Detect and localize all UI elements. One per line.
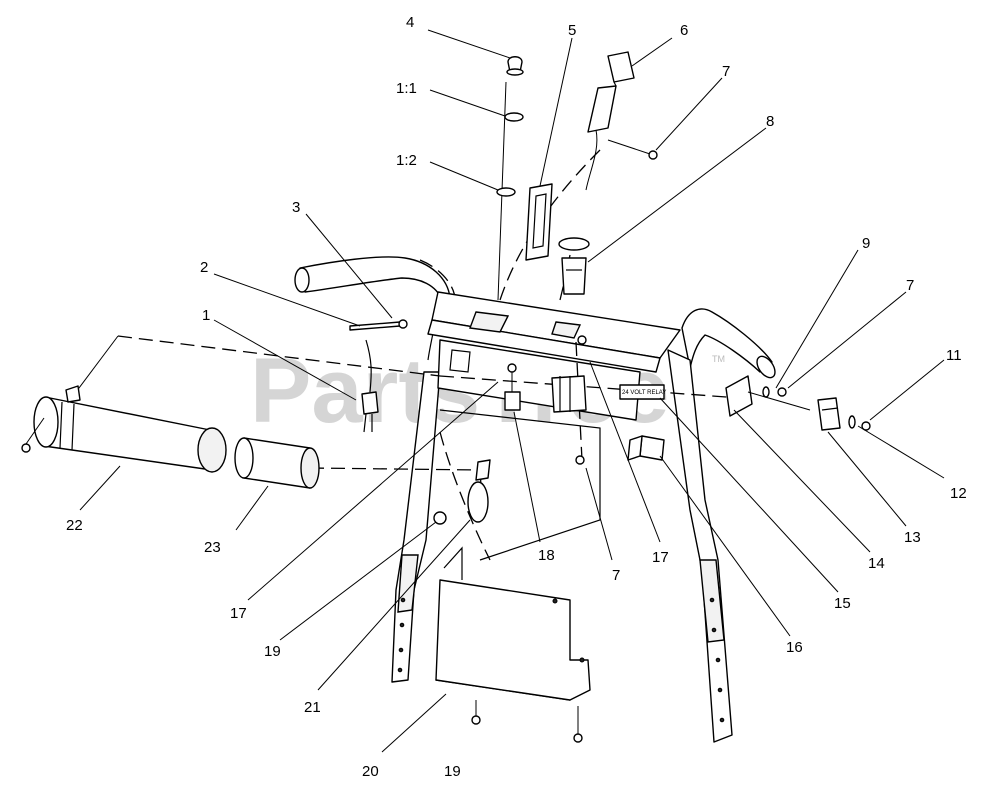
callout-5: 5 (568, 22, 576, 39)
part-14-plate[interactable] (725, 375, 811, 417)
part-12-washer[interactable] (848, 415, 856, 429)
part-9-washer[interactable] (762, 386, 770, 398)
callout-19-bottom: 19 (444, 763, 461, 780)
part-16-switch[interactable] (627, 435, 665, 461)
callout-1-1: 1:1 (396, 80, 417, 97)
callout-9: 9 (862, 235, 870, 252)
watermark-trademark: TM (712, 354, 725, 364)
callout-19-left: 19 (264, 643, 281, 660)
part-22-cylinder[interactable] (21, 385, 227, 473)
callout-18: 18 (538, 547, 555, 564)
part-18-bushing[interactable] (504, 363, 521, 411)
relay-label: 24 VOLT RELAY (622, 390, 666, 396)
callout-leaders (79, 29, 945, 753)
part-3-bolt[interactable] (349, 319, 408, 331)
part-7-screw[interactable] (607, 139, 658, 160)
part-1-1-washer[interactable] (504, 112, 524, 122)
part-19-screw-bottom[interactable] (471, 700, 481, 725)
callout-labels: 4 1:1 1:2 5 6 7 8 3 2 1 9 7 11 12 13 14 … (66, 14, 967, 780)
callout-2: 2 (200, 259, 208, 276)
callout-4: 4 (406, 14, 414, 31)
part-21-clamp[interactable] (467, 459, 491, 523)
callout-21: 21 (304, 699, 321, 716)
callout-16: 16 (786, 639, 803, 656)
part-23-sleeve[interactable] (234, 437, 320, 489)
callout-20: 20 (362, 763, 379, 780)
callout-23: 23 (204, 539, 221, 556)
part-4-knob[interactable] (506, 56, 524, 76)
part-7-screw-center[interactable] (575, 455, 585, 465)
callout-6: 6 (680, 22, 688, 39)
callout-22: 22 (66, 517, 83, 534)
callout-13: 13 (904, 529, 921, 546)
part-1-connector[interactable] (361, 339, 379, 433)
part-1-2-washer[interactable] (496, 187, 516, 197)
part-19-nut[interactable] (433, 511, 447, 525)
callout-7-top: 7 (722, 63, 730, 80)
callout-1-2: 1:2 (396, 152, 417, 169)
part-7-screw-bottom[interactable] (573, 706, 583, 743)
callout-15: 15 (834, 595, 851, 612)
part-11-screw[interactable] (861, 421, 871, 431)
part-8-key-switch[interactable] (558, 237, 590, 295)
part-13-clamp[interactable] (817, 397, 841, 431)
handle-frame (294, 256, 776, 743)
part-15-relay[interactable]: 24 VOLT RELAY (551, 375, 666, 413)
callout-7-right: 7 (906, 277, 914, 294)
part-7-screw-right[interactable] (777, 387, 787, 397)
part-5-bracket[interactable] (525, 183, 553, 261)
callout-7-center: 7 (612, 567, 620, 584)
callout-11: 11 (946, 347, 962, 364)
callout-17-right: 17 (652, 549, 669, 566)
part-6-switch[interactable] (585, 51, 635, 191)
callout-12: 12 (950, 485, 967, 502)
callout-14: 14 (868, 555, 885, 572)
callout-3: 3 (292, 199, 300, 216)
part-20-cover[interactable] (435, 546, 591, 701)
callout-17-left: 17 (230, 605, 247, 622)
callout-8: 8 (766, 113, 774, 130)
part-17-bolt[interactable] (577, 335, 587, 345)
callout-1: 1 (202, 307, 210, 324)
